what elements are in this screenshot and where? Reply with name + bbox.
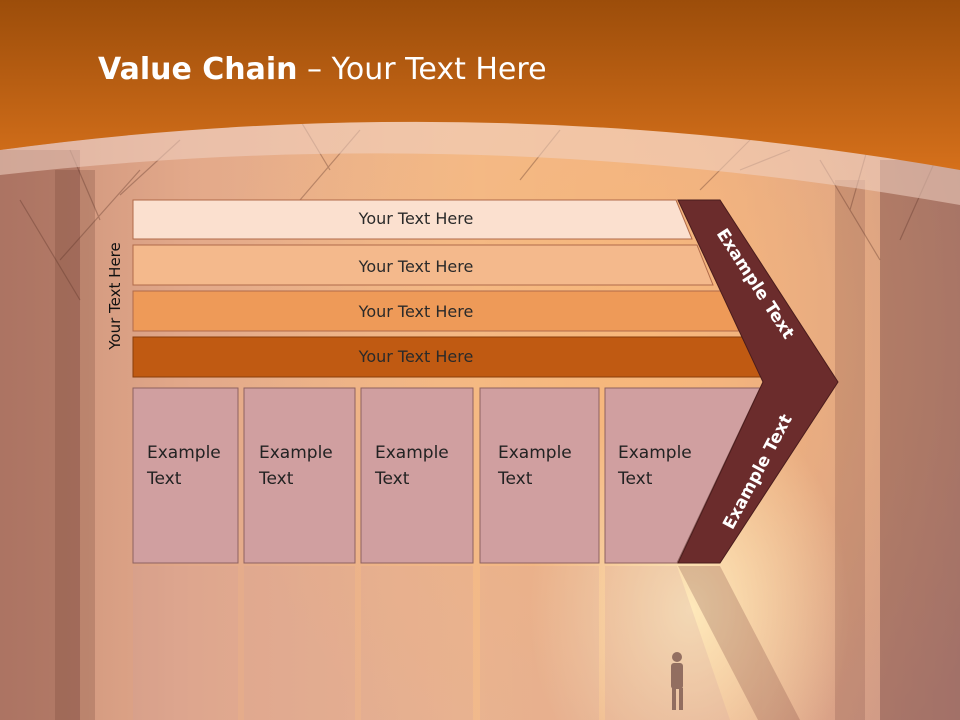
title-bold: Value Chain [98, 52, 298, 87]
bar-1[interactable] [132, 199, 693, 240]
box-4-line2: Text [498, 469, 533, 489]
box-5-line2: Text [618, 469, 653, 489]
vertical-axis-label: Your Text Here [106, 242, 124, 350]
title-rest: – Your Text Here [297, 52, 547, 87]
box-1-line1: Example [147, 443, 221, 463]
box-2[interactable] [243, 387, 356, 564]
box-5-line1: Example [618, 443, 692, 463]
box-3[interactable] [360, 387, 474, 564]
box-4[interactable] [479, 387, 600, 564]
box-3-line1: Example [375, 443, 449, 463]
box-4-line1: Example [498, 443, 572, 463]
bar-1-label: Your Text Here [358, 209, 474, 228]
box-1-line2: Text [147, 469, 182, 489]
bar-2[interactable] [132, 244, 714, 286]
slide-title: Value Chain – Your Text Here [98, 52, 547, 87]
box-1[interactable] [132, 387, 239, 564]
bar-3-label: Your Text Here [358, 302, 474, 321]
box-3-line2: Text [375, 469, 410, 489]
box-2-line1: Example [259, 443, 333, 463]
box-5[interactable] [604, 387, 761, 564]
bar-2-label: Your Text Here [358, 257, 474, 276]
chevron-arrow[interactable] [677, 199, 839, 564]
bar-4-label: Your Text Here [358, 347, 474, 366]
box-2-line2: Text [259, 469, 294, 489]
